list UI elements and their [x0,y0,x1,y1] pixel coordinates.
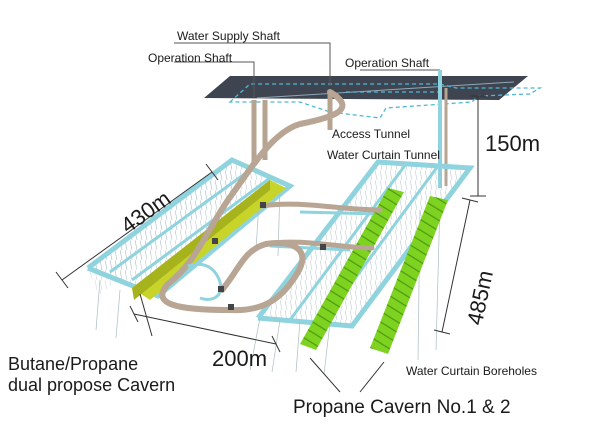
label-water-curtain-boreholes: Water Curtain Boreholes [406,364,537,378]
surface-edge [256,81,515,99]
label-depth-150m: 150m [485,131,541,156]
label-butane-propane-cavern: Butane/Propane dual propose Cavern [8,354,176,395]
label-access-tunnel: Access Tunnel [332,127,411,141]
label-water-supply-shaft: Water Supply Shaft [177,29,280,43]
left-water-curtain [86,157,295,299]
dimension-lines [55,163,479,353]
label-operation-shaft-left: Operation Shaft [148,51,233,65]
callout-arrows [139,293,385,393]
label-width-200m: 200m [212,346,268,371]
propane-caverns [300,188,448,354]
leader-lines [174,42,440,98]
depth-dimension-line [470,95,486,197]
water-curtain-boreholes-lines [95,185,441,375]
label-water-curtain-tunnel: Water Curtain Tunnel [327,148,440,162]
connection-nodes [212,202,326,310]
label-operation-shaft-right: Operation Shaft [345,56,430,70]
water-curtain-tunnel [259,201,383,251]
label-propane-caverns: Propane Cavern No.1 & 2 [293,397,511,418]
access-loop [187,262,223,301]
